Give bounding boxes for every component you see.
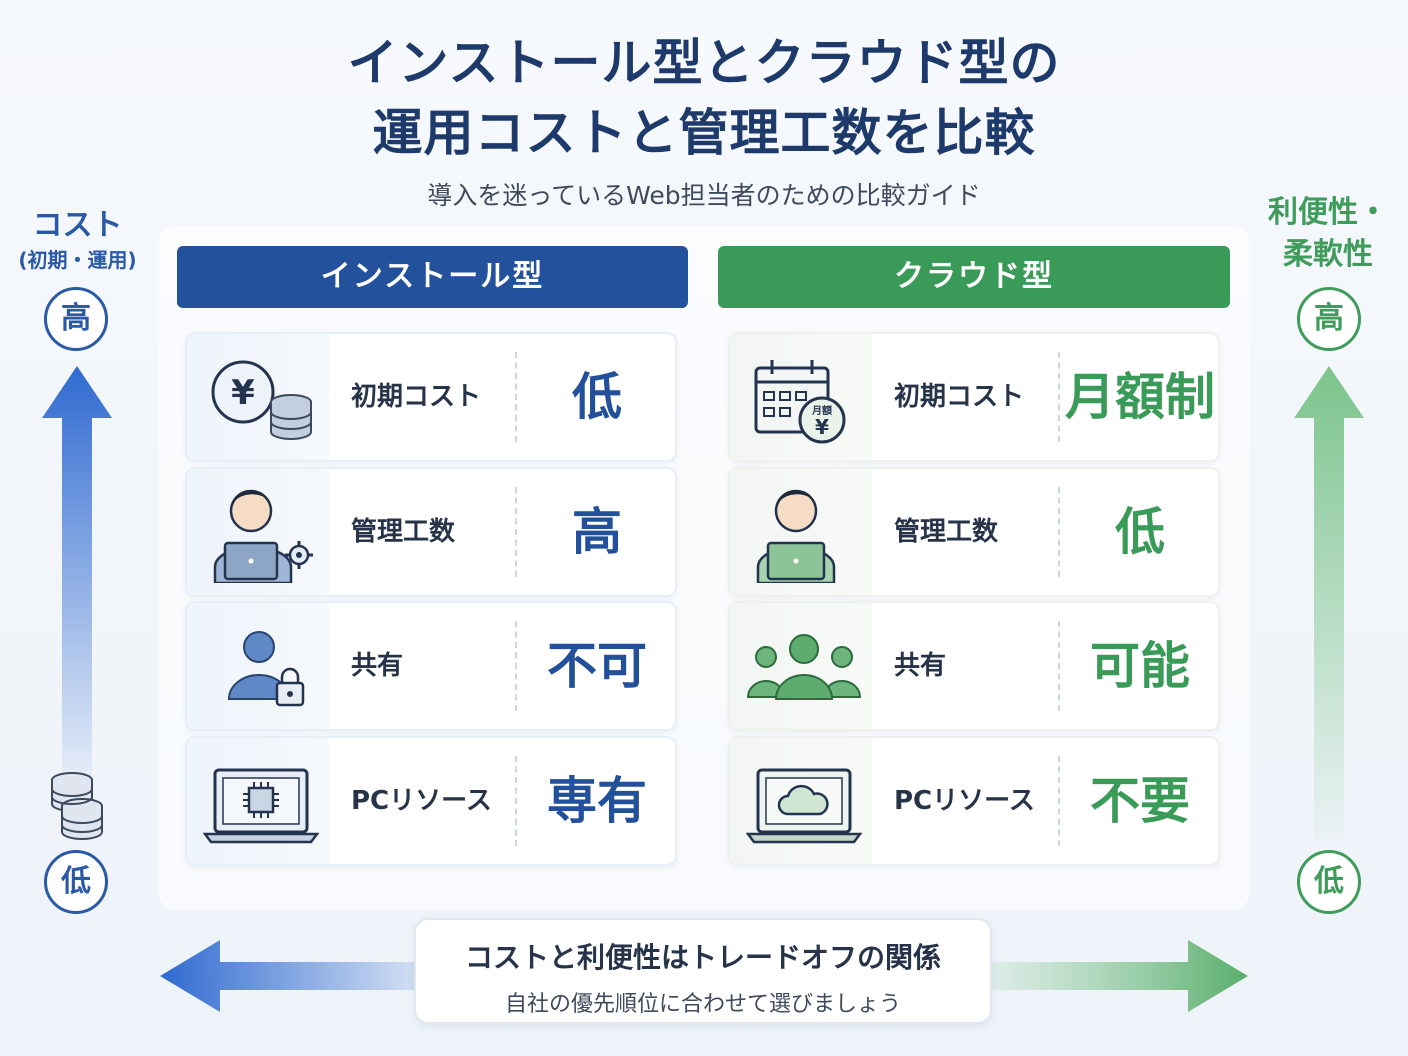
row-value: 不要 (1090, 772, 1190, 830)
calendar-monthly-yen-icon: 月額 ¥ (754, 360, 846, 444)
row-label: PCリソース (894, 786, 1035, 816)
install-type-header: インストール型 (177, 246, 688, 308)
title-line-2: 運用コストと管理工数を比較 (372, 104, 1036, 162)
right-axis-high-badge: 高 (1297, 287, 1361, 351)
person-lock-icon (227, 631, 305, 707)
row-label: PCリソース (351, 786, 492, 816)
row-label: 共有 (351, 651, 404, 681)
right-vertical-arrow (1294, 366, 1364, 840)
coin-stack-icon (51, 772, 103, 840)
person-laptop-icon (756, 489, 836, 583)
left-horizontal-arrow (160, 940, 416, 1012)
right-axis-title-line-1: 利便性・ (1268, 195, 1388, 230)
group-users-icon (746, 634, 862, 700)
row-label: 初期コスト (894, 382, 1025, 412)
page-subtitle: 導入を迷っているWeb担当者のための比較ガイド (427, 181, 981, 210)
left-axis-low-badge: 低 (44, 850, 108, 914)
install-row-management: 管理工数 高 (185, 467, 677, 597)
row-label: 管理工数 (894, 517, 999, 547)
row-value: 月額制 (1065, 368, 1215, 426)
laptop-chip-icon (203, 768, 320, 844)
right-axis-title-line-2: 柔軟性 (1283, 237, 1373, 272)
install-row-initial-cost: ¥ 初期コスト 低 (185, 332, 677, 462)
right-horizontal-arrow (992, 940, 1248, 1012)
yen-coin-stack-icon: ¥ (211, 360, 312, 440)
yen-symbol: ¥ (815, 415, 829, 439)
cloud-row-management: 管理工数 低 (728, 467, 1220, 597)
install-row-sharing: 共有 不可 (185, 601, 677, 731)
yen-symbol: ¥ (231, 373, 255, 413)
tradeoff-subtitle: 自社の優先順位に合わせて選びましょう (504, 992, 901, 1017)
row-value: 可能 (1090, 637, 1190, 695)
right-axis-title: 利便性・ 柔軟性 (1258, 192, 1398, 276)
tradeoff-note: コストと利便性はトレードオフの関係 自社の優先順位に合わせて選びましょう (414, 918, 992, 1024)
install-row-pc-resource: PCリソース 専有 (185, 736, 677, 866)
right-axis-low-badge: 低 (1297, 850, 1361, 914)
calendar-badge-text: 月額 (811, 404, 832, 417)
person-laptop-gear-icon (213, 489, 313, 583)
left-axis-subtitle: (初期・運用) (18, 248, 137, 272)
row-value: 専有 (547, 772, 647, 830)
cloud-type-header: クラウド型 (718, 246, 1230, 308)
laptop-cloud-icon (746, 768, 863, 844)
cloud-row-sharing: 共有 可能 (728, 601, 1220, 731)
row-value: 高 (572, 503, 622, 561)
cloud-row-initial-cost: 月額 ¥ 初期コスト 月額制 (728, 332, 1220, 462)
row-value: 低 (572, 368, 622, 426)
row-label: 初期コスト (351, 382, 482, 412)
row-label: 共有 (894, 651, 947, 681)
cloud-row-pc-resource: PCリソース 不要 (728, 736, 1220, 866)
title-line-1: インストール型とクラウド型の (347, 34, 1061, 92)
left-axis-title: コスト (32, 208, 123, 243)
row-value: 不可 (547, 637, 647, 695)
page-title: インストール型とクラウド型の 運用コストと管理工数を比較 (0, 28, 1408, 168)
tradeoff-title: コストと利便性はトレードオフの関係 (464, 941, 941, 974)
left-axis-high-badge: 高 (44, 287, 108, 351)
row-label: 管理工数 (351, 517, 456, 547)
left-vertical-arrow (42, 366, 112, 780)
row-value: 低 (1115, 503, 1165, 561)
